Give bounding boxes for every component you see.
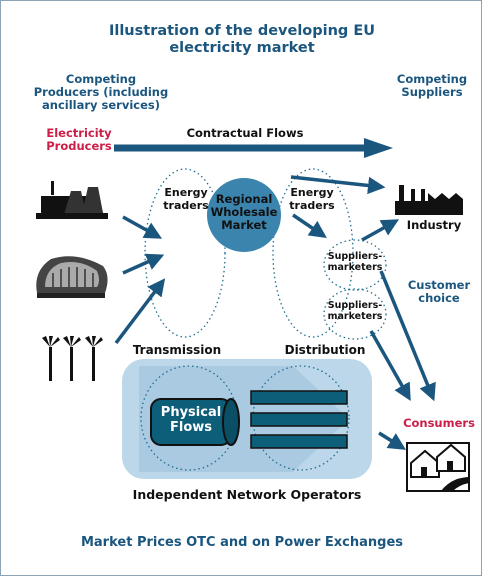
competing-producers-line-3: ancillary services)	[42, 98, 160, 113]
title: Illustration of the developing EU electr…	[97, 23, 387, 56]
suppliers-1-line-1: Suppliers-	[327, 251, 383, 262]
competing-producers-line-1: Competing	[65, 72, 137, 86]
contractual-flow-arrow	[114, 138, 393, 158]
energy-traders-right-line-2: traders	[289, 198, 335, 212]
physical-flows-label: Physical Flows	[151, 405, 231, 436]
arrow-suppliers-consumers-2	[369, 330, 411, 402]
energy-traders-right-line-1: Energy	[290, 186, 334, 199]
suppliers-1-line-2: marketers	[327, 261, 383, 273]
title-line-1: Illustration of the developing EU	[108, 23, 376, 39]
suppliers-marketers-2-label: Suppliers- marketers	[321, 300, 389, 323]
arrow-traders-industry	[290, 175, 386, 195]
arrow-suppliers-consumers-1	[379, 270, 436, 402]
arrow-plant-traders	[122, 215, 163, 239]
suppliers-2-line-2: marketers	[327, 310, 383, 322]
arrow-nuclear-traders	[122, 253, 165, 275]
energy-traders-right-label: Energy traders	[277, 186, 347, 212]
transmission-ellipse	[144, 168, 226, 338]
energy-traders-left-line-2: traders	[163, 198, 209, 212]
title-line-2: electricity market	[169, 39, 315, 56]
arrow-suppliers-industry	[361, 219, 400, 242]
competing-producers-label: Competing Producers (including ancillary…	[21, 72, 181, 113]
competing-suppliers-line-2: Suppliers	[401, 85, 463, 100]
regional-wholesale-line-1: Regional	[215, 192, 273, 206]
network-bars	[250, 390, 348, 449]
competing-producers-line-2: Producers (including	[33, 85, 169, 100]
contractual-flows-label: Contractual Flows	[186, 126, 304, 140]
customer-choice-line-2: choice	[418, 291, 460, 306]
competing-suppliers-line-1: Competing	[396, 72, 468, 86]
industry-label: Industry	[406, 218, 462, 232]
energy-traders-left-label: Energy traders	[151, 186, 221, 212]
physical-flows-line-2: Flows	[169, 419, 212, 435]
electricity-producers-line-1: Electricity	[46, 126, 112, 140]
competing-suppliers-label: Competing Suppliers	[387, 72, 477, 100]
arrow-network-consumers	[378, 431, 406, 450]
energy-traders-left-line-1: Energy	[164, 186, 208, 199]
electricity-producers-label: Electricity Producers	[29, 126, 129, 154]
arrow-wind-traders	[114, 278, 166, 345]
arrow-traders-suppliers	[292, 213, 327, 238]
physical-ellipse-right	[252, 365, 350, 471]
nuclear-reactor-icon	[36, 256, 108, 298]
wholesale-market-circle	[207, 178, 281, 252]
suppliers-ellipse-2	[323, 288, 387, 340]
regional-wholesale-label: Regional Wholesale Market	[204, 192, 284, 233]
customer-choice-line-1: Customer	[407, 278, 471, 292]
regional-wholesale-line-2: Wholesale	[210, 205, 278, 220]
physical-flows-cylinder	[150, 398, 240, 446]
transmission-label: Transmission	[132, 343, 222, 357]
network-operators-label: Independent Network Operators	[132, 487, 362, 502]
power-plant-icon	[36, 181, 108, 219]
suppliers-marketers-1-label: Suppliers- marketers	[321, 251, 389, 274]
suppliers-2-line-1: Suppliers-	[327, 300, 383, 311]
factory-icon	[395, 185, 463, 215]
customer-choice-label: Customer choice	[397, 278, 481, 306]
physical-flows-line-1: Physical	[160, 405, 222, 420]
distribution-ellipse	[272, 168, 354, 338]
consumers-label: Consumers	[403, 416, 475, 430]
regional-wholesale-line-3: Market	[221, 218, 267, 233]
electricity-producers-line-2: Producers	[46, 139, 112, 154]
houses-icon	[406, 442, 470, 492]
suppliers-ellipse-1	[323, 239, 387, 291]
distribution-label: Distribution	[284, 343, 366, 357]
wind-turbines-icon	[42, 336, 103, 381]
footer-label: Market Prices OTC and on Power Exchanges	[80, 535, 404, 550]
